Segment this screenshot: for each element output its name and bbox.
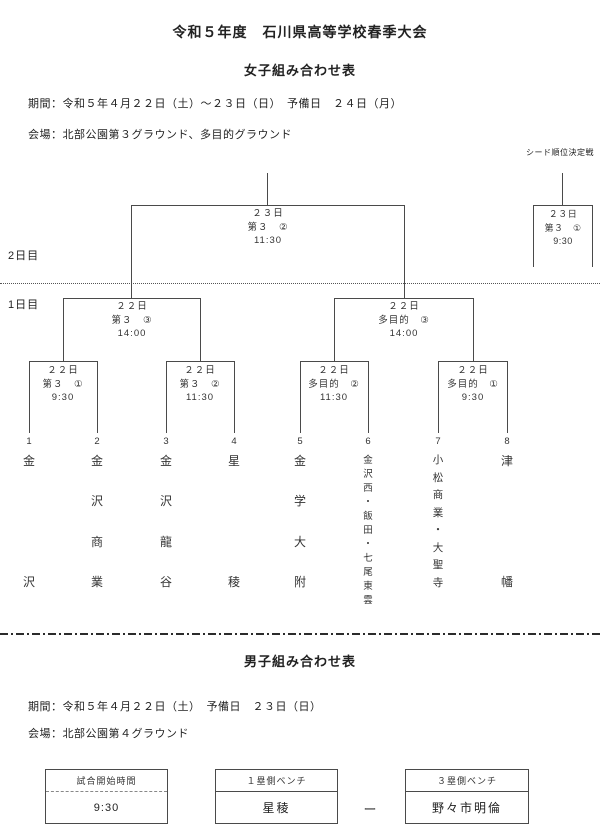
match-fr4-label: ２２日 多目的 ① 9:30 [423, 364, 523, 405]
page-title: 令和５年度 石川県高等学校春季大会 [172, 24, 428, 40]
team-name: 金沢西・飯田・七尾東雲 [363, 455, 373, 606]
match-fr3-label: ２２日 多目的 ② 11:30 [284, 364, 384, 405]
match-fr2-label: ２２日 第３ ② 11:30 [150, 364, 250, 405]
match-date: ２２日 [318, 365, 350, 376]
first-round-bracket-1 [29, 361, 98, 433]
seed-bracket [533, 205, 593, 267]
women-bracket-title: 女子組み合わせ表 [243, 63, 356, 78]
third-base-bench-header: ３塁側ベンチ [406, 770, 528, 792]
match-time: 9:30 [553, 236, 573, 246]
team-slot-5: 5 金学大附 [270, 436, 330, 590]
women-venue-line: 会場：北部公園第３グラウンド、多目的グラウンド [28, 129, 293, 141]
match-date: ２２日 [47, 365, 79, 376]
team-name: 星稜 [227, 454, 240, 589]
start-time-header: 試合開始時間 [46, 770, 167, 792]
women-period-line: 期間：令和５年４月２２日（土）～２３日（日） 予備日 ２４日（月） [28, 98, 402, 110]
match-field: 多目的 ② [308, 378, 360, 390]
match-time: 14:00 [389, 328, 419, 339]
men-bracket-title: 男子組み合わせ表 [243, 654, 356, 669]
semifinal-left-bracket [63, 298, 201, 361]
team-slot-6: 6 金沢西・飯田・七尾東雲 [338, 436, 398, 606]
third-base-bench-box: ３塁側ベンチ 野々市明倫 [405, 769, 529, 824]
men-venue-line: 会場：北部公園第４グラウンド [28, 728, 189, 740]
team-slot-7: 7 小松商業・大聖寺 [408, 436, 468, 590]
match-date: ２２日 [388, 301, 420, 312]
team-name: 金沢 [22, 454, 35, 589]
third-base-bench-team: 野々市明倫 [431, 801, 502, 815]
team-name: 金沢商業 [90, 454, 103, 589]
first-base-bench-box: １塁側ベンチ 星稜 [215, 769, 338, 824]
seed-match-title: シード順位決定戦 [526, 148, 594, 157]
semifinal-right-bracket [334, 298, 474, 361]
match-seed-label: ２３日 第３ ① 9:30 [533, 208, 593, 249]
first-round-bracket-2 [166, 361, 235, 433]
match-field: 第３ ① [42, 378, 84, 390]
team-number: 7 [435, 436, 441, 447]
team-number: 8 [504, 436, 510, 447]
match-time: 9:30 [461, 392, 485, 403]
match-field: 多目的 ③ [378, 314, 430, 326]
match-date: ２２日 [457, 365, 489, 376]
team-name: 小松商業・大聖寺 [432, 454, 444, 589]
team-number: 6 [365, 436, 371, 447]
match-sf1-label: ２２日 第３ ③ 14:00 [82, 300, 182, 341]
men-period-line: 期間：令和５年４月２２日（土） 予備日 ２３日（日） [28, 701, 322, 713]
match-time: 11:30 [185, 392, 215, 403]
team-number: 2 [94, 436, 100, 447]
match-field: 第３ ② [179, 378, 221, 390]
team-slot-4: 4 星稜 [204, 436, 264, 590]
first-base-bench-header: １塁側ベンチ [216, 770, 337, 792]
match-sf2-label: ２２日 多目的 ③ 14:00 [354, 300, 454, 341]
final-bracket [131, 205, 405, 298]
team-name: 金学大附 [293, 454, 306, 589]
start-time-value: 9:30 [93, 801, 120, 814]
team-slot-3: 3 金沢龍谷 [136, 436, 196, 590]
match-date: ２３日 [548, 209, 578, 219]
match-date: ２２日 [116, 301, 148, 312]
team-name: 津幡 [500, 454, 513, 589]
day1-label: 1日目 [8, 299, 40, 311]
champion-stem-line [267, 173, 268, 205]
first-round-bracket-4 [438, 361, 508, 433]
match-field: 第３ ① [544, 222, 582, 233]
team-slot-1: 1 金沢 [0, 436, 59, 590]
match-field: 第３ ③ [111, 314, 153, 326]
versus-dash: ー [363, 802, 377, 817]
first-base-bench-team: 星稜 [262, 801, 291, 815]
team-number: 1 [26, 436, 32, 447]
match-field: 第３ ② [247, 221, 289, 233]
team-number: 5 [297, 436, 303, 447]
match-time: 11:30 [319, 392, 349, 403]
start-time-box: 試合開始時間 9:30 [45, 769, 168, 824]
day-divider-line [0, 283, 600, 284]
section-divider-line [0, 633, 600, 635]
day2-label: 2日目 [8, 250, 40, 262]
match-time: 11:30 [253, 235, 283, 246]
match-time: 14:00 [117, 328, 147, 339]
team-slot-2: 2 金沢商業 [67, 436, 127, 590]
match-fr1-label: ２２日 第３ ① 9:30 [13, 364, 113, 405]
match-final-label: ２３日 第３ ② 11:30 [218, 207, 318, 248]
match-field: 多目的 ① [447, 378, 499, 390]
match-time: 9:30 [51, 392, 75, 403]
first-round-bracket-3 [300, 361, 369, 433]
team-slot-8: 8 津幡 [477, 436, 537, 590]
team-number: 3 [163, 436, 169, 447]
seed-stem-line [562, 173, 563, 205]
match-date: ２２日 [184, 365, 216, 376]
match-date: ２３日 [252, 208, 284, 219]
team-name: 金沢龍谷 [159, 454, 172, 589]
team-number: 4 [231, 436, 237, 447]
